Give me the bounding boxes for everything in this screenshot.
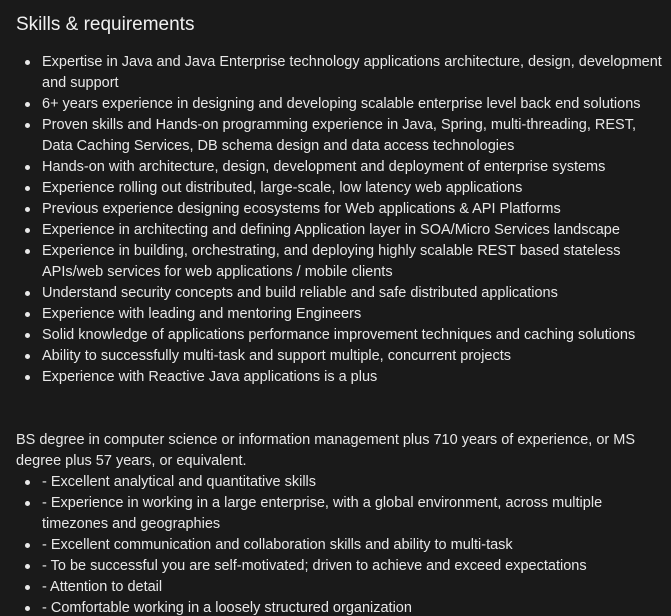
list-item: - Attention to detail — [25, 577, 663, 598]
list-item: Previous experience designing ecosystems… — [25, 199, 663, 220]
list-item: - Experience in working in a large enter… — [25, 493, 663, 535]
spacer — [16, 409, 663, 430]
section-title: Skills & requirements — [16, 14, 195, 35]
list-item: 6+ years experience in designing and dev… — [25, 94, 663, 115]
list-item: - Comfortable working in a loosely struc… — [25, 598, 663, 616]
list-item: Solid knowledge of applications performa… — [25, 325, 663, 346]
list-item: - To be successful you are self-motivate… — [25, 556, 663, 577]
list-item: Experience rolling out distributed, larg… — [25, 178, 663, 199]
list-item: Ability to successfully multi-task and s… — [25, 346, 663, 367]
list-item: Experience with leading and mentoring En… — [25, 304, 663, 325]
list-item: Experience with Reactive Java applicatio… — [25, 367, 663, 388]
list-item: Proven skills and Hands-on programming e… — [25, 115, 663, 157]
list-item: Understand security concepts and build r… — [25, 283, 663, 304]
qualities-list: - Excellent analytical and quantitative … — [16, 472, 663, 616]
list-item: Hands-on with architecture, design, deve… — [25, 157, 663, 178]
list-item: Expertise in Java and Java Enterprise te… — [25, 52, 663, 94]
list-item: - Excellent communication and collaborat… — [25, 535, 663, 556]
spacer — [16, 388, 663, 409]
list-item: Experience in architecting and defining … — [25, 220, 663, 241]
list-item: - Excellent analytical and quantitative … — [25, 472, 663, 493]
list-item: Experience in building, orchestrating, a… — [25, 241, 663, 283]
degree-paragraph: BS degree in computer science or informa… — [16, 432, 635, 469]
requirements-list: Expertise in Java and Java Enterprise te… — [16, 52, 663, 388]
